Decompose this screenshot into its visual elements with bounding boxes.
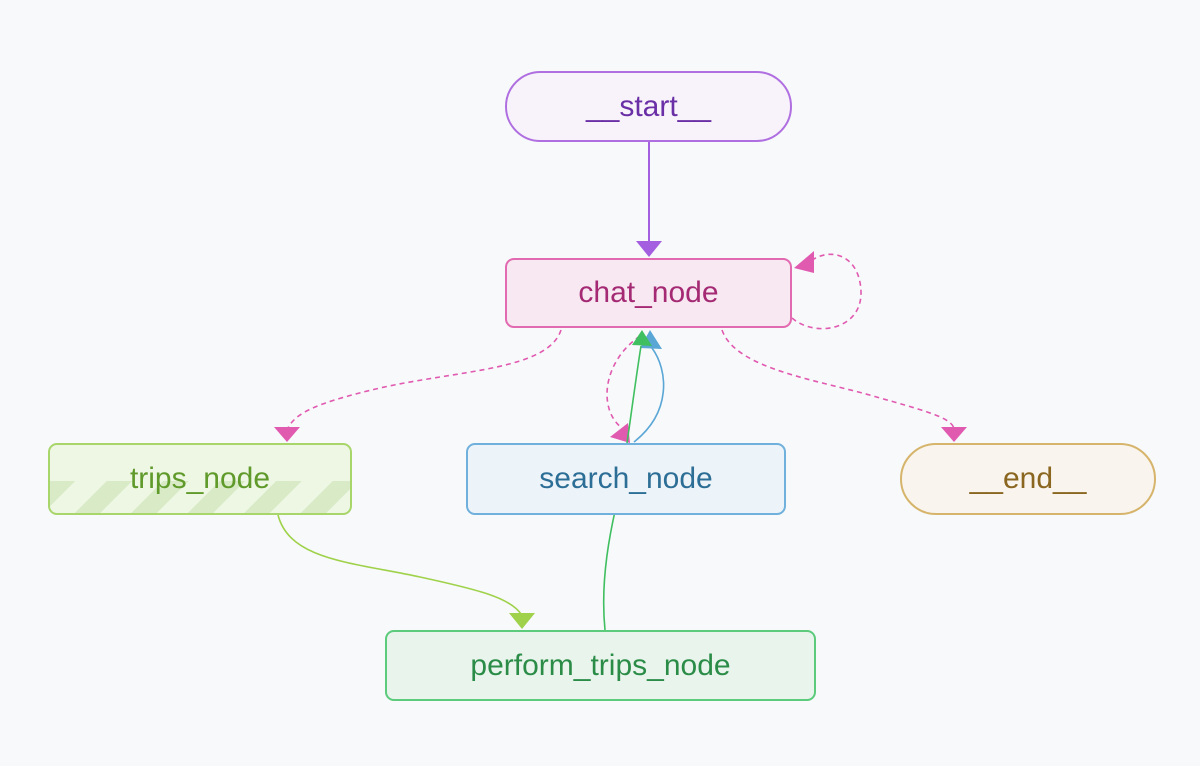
- node-start-label: __start__: [585, 89, 712, 123]
- arrowhead-trips-to-perform: [509, 613, 535, 629]
- node-start[interactable]: __start__: [505, 71, 792, 142]
- node-perform-trips[interactable]: perform_trips_node: [385, 630, 816, 701]
- edge-chat-to-trips: [287, 329, 562, 429]
- edge-trips-to-perform: [277, 514, 522, 615]
- arrowhead-chat-to-search: [610, 423, 630, 443]
- arrowhead-chat-to-end: [941, 427, 967, 442]
- arrowhead-start-to-chat: [636, 241, 662, 257]
- node-trips-label: trips_node: [129, 462, 271, 495]
- edge-chat-to-end: [721, 329, 955, 429]
- arrowhead-chat-self-loop: [794, 251, 814, 273]
- edge-chat-self-loop: [791, 253, 862, 330]
- arrowhead-perform-to-chat: [632, 330, 652, 346]
- node-perform-trips-label: perform_trips_node: [470, 648, 731, 682]
- node-search[interactable]: search_node: [466, 443, 786, 515]
- node-chat-label: chat_node: [578, 276, 719, 309]
- node-trips[interactable]: trips_node: [48, 443, 352, 515]
- node-end-label: __end__: [969, 462, 1087, 495]
- edge-search-to-chat: [633, 347, 665, 443]
- node-chat[interactable]: chat_node: [505, 258, 792, 328]
- arrowhead-chat-to-trips: [274, 427, 300, 442]
- node-end[interactable]: __end__: [900, 443, 1156, 515]
- node-search-label: search_node: [539, 462, 713, 495]
